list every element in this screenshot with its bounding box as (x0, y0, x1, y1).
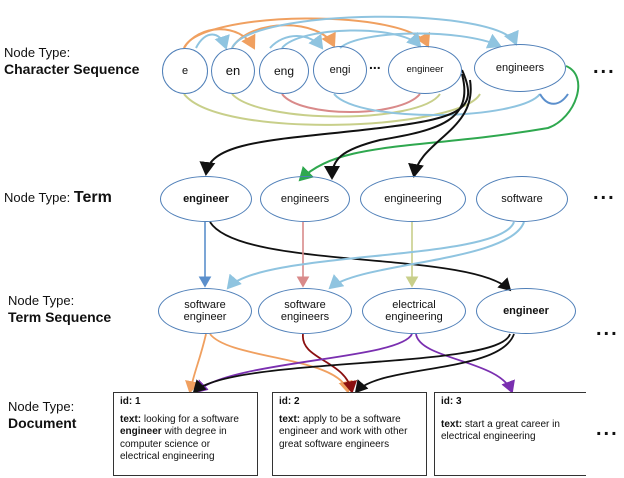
document-id: id: 1 (120, 396, 251, 409)
term-seq-node[interactable]: software engineers (258, 288, 352, 334)
term-node[interactable]: engineer (160, 176, 252, 222)
term-seq-line1: software (284, 299, 326, 311)
id-key: id: (279, 396, 292, 407)
edge-term-engineer-to-seq-engineer (209, 221, 512, 292)
document-text: with degree in computer science or elect… (120, 426, 227, 462)
label-prefix: Node Type: (4, 45, 71, 60)
edge-engineer-to-term-engineers (324, 73, 466, 180)
edge-arc-top-blue-5 (339, 32, 502, 49)
edge-seq1-to-doc2 (209, 333, 353, 394)
char-seq-node[interactable]: eng (259, 48, 309, 94)
id-key: id: (120, 396, 133, 407)
document-card[interactable]: id: 1 text: looking for a software engin… (113, 392, 258, 476)
edge-seq3-to-doc3 (415, 333, 515, 394)
term-seq-line2: engineers (280, 311, 330, 323)
edge-seq4-to-doc1 (192, 333, 511, 394)
label-character-sequence: Node Type: Character Sequence (4, 44, 139, 78)
char-seq-node[interactable]: engineers (474, 44, 566, 92)
term-seq-line1: software (184, 299, 226, 311)
edge-seq2-to-doc2 (302, 333, 358, 394)
term-seq-line1: engineer (503, 305, 549, 317)
label-document: Node Type: Document (8, 398, 76, 432)
term-seq-line2: engineer (183, 311, 227, 323)
label-name: Character Sequence (4, 61, 140, 77)
char-seq-node[interactable]: e (162, 48, 208, 94)
more-document-indicator: ... (596, 418, 619, 440)
text-key: text: (279, 413, 301, 425)
text-key: text: (441, 418, 463, 430)
edge-seq1-to-doc1 (185, 333, 207, 394)
label-term: Node Type: Term (4, 189, 112, 206)
term-seq-line1: electrical (392, 299, 436, 311)
document-text: apply to be a software engineer and work… (279, 413, 408, 450)
document-id: id: 2 (279, 396, 420, 409)
edge-arc-bottom-blue-2 (539, 93, 569, 105)
term-seq-node[interactable]: engineer (476, 288, 576, 334)
label-prefix: Node Type: (8, 293, 75, 308)
edge-engineer-to-term-engineer (199, 69, 470, 176)
char-seq-node[interactable]: en (211, 48, 255, 94)
label-name: Term Sequence (8, 309, 112, 325)
document-card[interactable]: id: 3 text: start a great career in elec… (434, 392, 586, 476)
text-key: text: (120, 413, 142, 425)
label-name: Document (8, 415, 77, 431)
label-name: Term (73, 189, 112, 206)
edge-seq4-to-doc2 (354, 333, 515, 394)
more-char-seq-indicator: ... (593, 56, 616, 78)
document-text-highlight: engineer (120, 426, 162, 437)
char-seq-node[interactable]: engineer (388, 46, 462, 94)
edge-arc-bottom-rose-1 (281, 93, 421, 113)
inline-ellipsis: ... (369, 56, 381, 72)
edge-term-software-to-seq-software-engineers (328, 221, 525, 290)
id-key: id: (441, 396, 454, 407)
term-seq-node[interactable]: electrical engineering (362, 288, 466, 334)
char-seq-node[interactable]: engi (313, 46, 367, 94)
document-text: looking for a software (141, 413, 239, 425)
edge-term-software-to-seq-software-engineer (226, 221, 515, 290)
term-seq-node[interactable]: software engineer (158, 288, 252, 334)
id-value: 1 (135, 396, 141, 407)
more-term-indicator: ... (593, 182, 616, 204)
edge-arc-top-orange-2 (183, 28, 256, 50)
more-term-seq-indicator: ... (596, 318, 619, 340)
term-seq-line2: engineering (385, 311, 443, 323)
id-value: 2 (294, 396, 300, 407)
document-id: id: 3 (441, 396, 580, 409)
label-prefix: Node Type: (8, 399, 75, 414)
label-prefix: Node Type: (4, 190, 71, 205)
edge-arc-top-blue-4 (269, 33, 324, 50)
edge-arc-bottom-olive-2 (231, 93, 441, 118)
edge-engineers-to-term-engineering (408, 79, 472, 178)
term-node[interactable]: engineers (260, 176, 350, 222)
term-node[interactable]: engineering (360, 176, 466, 222)
label-term-sequence: Node Type: Term Sequence (8, 292, 111, 326)
term-node[interactable]: software (476, 176, 568, 222)
edge-arc-top-blue-2 (195, 33, 230, 50)
document-text: start a great career in electrical engin… (441, 418, 560, 443)
edge-arc-top-blue-3 (281, 29, 422, 49)
edge-arc-bottom-blue-1 (333, 93, 541, 116)
document-card[interactable]: id: 2 text: apply to be a software engin… (272, 392, 427, 476)
edge-arc-top-blue-1 (231, 15, 519, 49)
id-value: 3 (456, 396, 462, 407)
